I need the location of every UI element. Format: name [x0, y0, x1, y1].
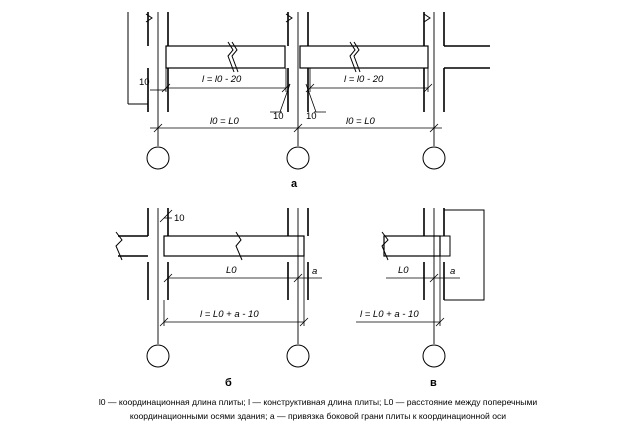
column-v-lower	[423, 262, 445, 300]
a-dimension	[434, 256, 460, 282]
label-L0-b: L0	[226, 265, 237, 276]
figure-b: 10 L0 a l = L0 + a - 10 б	[115, 208, 322, 389]
axis-circle	[422, 344, 446, 368]
dimension-ticks	[435, 317, 445, 327]
slab-b	[163, 235, 305, 257]
axis-circle	[146, 344, 170, 368]
dim-10-mid-right: 10	[306, 111, 317, 122]
figure-a: 10 10 10 l = l0 - 20 l = l0 - 20 l0 = L0…	[127, 12, 490, 190]
column-a1-lower	[147, 68, 169, 112]
axis-lines	[157, 208, 299, 344]
axis-circle	[146, 146, 170, 170]
figure-caption: l0 — координационная длина плиты; l — ко…	[48, 395, 588, 423]
dimension-ticks	[161, 83, 433, 93]
dimension-ticks	[153, 123, 439, 133]
figure-label-a: а	[291, 178, 298, 190]
column-b1-upper	[147, 208, 169, 236]
slab-a3-stub	[444, 45, 490, 69]
label-l-formula-v: l = L0 + a - 10	[360, 309, 419, 320]
a-dimension	[298, 256, 322, 282]
break-mark	[115, 231, 243, 261]
column-b1-lower	[147, 262, 169, 300]
figure-v: L0 a l = L0 + a - 10 в	[356, 208, 485, 389]
axis-circle	[286, 344, 310, 368]
dimension-ticks	[159, 317, 309, 327]
axis-circle	[286, 146, 310, 170]
column-b2-lower	[287, 262, 309, 300]
label-l0-eq-L0-a: l0 = L0	[210, 116, 240, 127]
column-b2-upper	[287, 208, 309, 236]
caption-line-1: l0 — координационная длина плиты; l — ко…	[98, 397, 538, 407]
axis-lines	[157, 12, 435, 146]
break-mark	[145, 13, 431, 23]
wall-brace	[444, 209, 485, 301]
gap-leader	[159, 209, 173, 223]
wall-brace	[127, 12, 148, 105]
label-a-b: a	[312, 266, 317, 277]
label-l-formula-b: l = L0 + a - 10	[200, 309, 259, 320]
column-a2-upper	[287, 12, 309, 46]
slab-a1	[165, 45, 286, 69]
gap-leaders	[279, 83, 317, 113]
slab-end	[440, 235, 451, 257]
label-l-eq-l0-minus-20-a: l = l0 - 20	[202, 74, 242, 85]
break-mark	[227, 41, 239, 73]
label-a-v: a	[450, 266, 455, 277]
extension-lines	[165, 68, 429, 92]
slab-a2	[299, 45, 429, 69]
column-a1-upper	[147, 12, 169, 46]
break-mark	[349, 41, 361, 73]
break-mark	[381, 231, 389, 261]
slab-b-left-stub	[118, 235, 148, 257]
slab-v	[383, 235, 441, 257]
column-a3-upper	[423, 12, 445, 46]
figure-label-v: в	[430, 377, 437, 389]
column-v-upper	[423, 208, 445, 236]
column-a3-lower	[423, 68, 445, 112]
label-L0-v: L0	[398, 265, 409, 276]
figure-label-b: б	[225, 377, 232, 389]
dim-10-mid-left: 10	[273, 111, 284, 122]
axis-circle	[422, 146, 446, 170]
dim-10-left: 10	[139, 77, 150, 88]
dim-10-b: 10	[174, 213, 185, 224]
label-l0-eq-L0-b: l0 = L0	[346, 116, 376, 127]
dimension-line	[356, 282, 441, 326]
label-l-eq-l0-minus-20-b: l = l0 - 20	[344, 74, 384, 85]
caption-line-2: координационными осями здания; a — привя…	[129, 411, 507, 421]
